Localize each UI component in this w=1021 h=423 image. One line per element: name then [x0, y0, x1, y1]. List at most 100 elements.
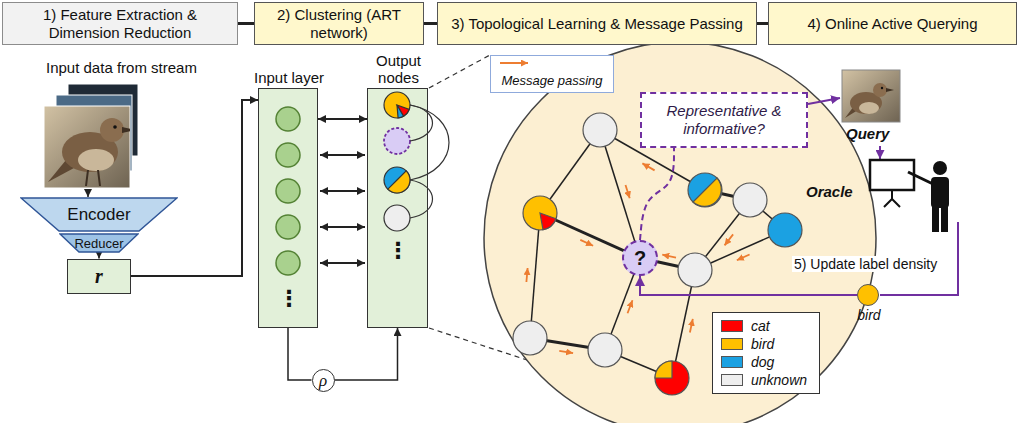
oracle-icon: [941, 205, 948, 232]
query-image: [881, 87, 883, 89]
node-text: Representative & informative?: [648, 102, 800, 138]
layer-fill: [367, 88, 428, 328]
query-image: [873, 83, 887, 97]
topology-arc: [410, 105, 449, 218]
message-arrow-icon: [500, 62, 528, 64]
input-neuron: [276, 251, 300, 275]
output-neuron: [384, 128, 410, 154]
input-image-stack: [44, 84, 138, 188]
weight-arrow: [320, 262, 365, 264]
layer-fill: [258, 88, 318, 328]
reducer-trapezoid: Reducer: [59, 233, 139, 253]
message-arrow: [737, 255, 750, 261]
output-neuron: [384, 167, 410, 193]
output-neuron: [384, 205, 410, 231]
stage-header-box: 1) Feature Extraction & Dimension Reduct…: [2, 2, 238, 45]
input-neuron: [276, 215, 300, 239]
input-neuron: [276, 179, 300, 203]
message-arrow: [526, 268, 527, 282]
graph-node: [540, 213, 556, 230]
node-text: ρ: [319, 372, 327, 389]
message-arrow: [580, 240, 593, 246]
input-image-stack: [98, 170, 100, 186]
node-text: 4) Online Active Querying: [807, 15, 977, 32]
oracle-icon: [908, 172, 933, 184]
graph-node: [688, 173, 722, 207]
weight-arrow: [320, 226, 365, 228]
legend-entry: bird: [721, 335, 811, 353]
connector-line: [757, 22, 768, 25]
input-image-stack: [78, 149, 114, 171]
legend-entry: unknown: [721, 371, 811, 389]
input-image-stack: [113, 125, 117, 129]
feature-vector-box: r: [67, 259, 131, 294]
label-circle: bird: [857, 284, 879, 306]
oracle-icon: [884, 199, 900, 207]
input-neuron: [276, 107, 300, 131]
legend-text: dog: [751, 354, 774, 370]
stage-header-box: 3) Topological Learning & Message Passin…: [437, 2, 757, 45]
graph-node: [693, 178, 721, 206]
legend-swatch: [721, 374, 743, 386]
message-arrow: [628, 300, 633, 313]
node-text: Encoder: [67, 205, 130, 225]
connector-line: [131, 100, 258, 276]
graph-node: [513, 321, 547, 355]
encoder-trapezoid: Encoder: [20, 197, 178, 232]
legend-swatch: [721, 356, 743, 368]
node-text: 1) Feature Extraction & Dimension Reduct…: [9, 6, 231, 41]
oracle-icon: [932, 205, 939, 232]
trapezoid-outline: [21, 198, 177, 231]
output-neuron: [388, 171, 410, 193]
output-neuron: [384, 92, 410, 118]
query-image: [886, 88, 894, 92]
legend-text: bird: [751, 336, 774, 352]
query-image: [842, 70, 900, 122]
legend-text: cat: [751, 318, 770, 334]
layer-fill: [258, 88, 428, 328]
query-arrow: [808, 98, 840, 104]
connector-line: [640, 276, 857, 295]
node-text: 2) Clustering (ART network): [261, 6, 417, 41]
stage-header-box: 4) Online Active Querying: [768, 2, 1017, 45]
graph-edge: [600, 130, 640, 258]
graph-node: [523, 196, 557, 230]
input-image-stack: [122, 127, 130, 133]
graph-node: [678, 253, 712, 287]
legend-text: unknown: [751, 372, 807, 388]
connector-line: [318, 118, 367, 120]
weight-arrow: [320, 154, 365, 156]
node-text: Message passing: [501, 73, 602, 88]
graph-node: [588, 333, 622, 367]
graph-node: [655, 361, 672, 378]
graph-edge: [530, 213, 540, 338]
message-arrow: [725, 234, 734, 245]
ellipsis-mark: ⋮: [387, 238, 407, 263]
graph-node: [583, 113, 617, 147]
legend-entry: dog: [721, 353, 811, 371]
topology-arc: [410, 105, 433, 141]
flow-arrow: [87, 189, 89, 197]
message-arrow: [626, 185, 630, 198]
input-image-stack: [86, 170, 88, 186]
step-label: 5) Update label density: [792, 256, 939, 272]
input-image-stack: [48, 118, 130, 186]
trapezoid-outline: [60, 234, 138, 252]
node-heading: bird: [838, 307, 900, 323]
message-arrow: [690, 319, 693, 333]
legend-swatch: [721, 320, 743, 332]
query-arrow: [879, 146, 881, 159]
node-heading: Input layer: [237, 69, 341, 86]
oracle-icon: [870, 160, 914, 190]
input-neuron: [276, 107, 300, 275]
message-passing-box: Message passing: [490, 55, 614, 93]
message-arrow: [559, 351, 573, 353]
stage-header-box: 2) Clustering (ART network): [254, 2, 424, 45]
graph-node: [655, 361, 689, 395]
query-image: [842, 70, 900, 122]
node-heading: Output nodes: [362, 52, 435, 87]
legend-swatch: [721, 338, 743, 350]
topology-zoom-circle: [484, 42, 876, 423]
input-caption: Input data from stream: [46, 59, 197, 76]
